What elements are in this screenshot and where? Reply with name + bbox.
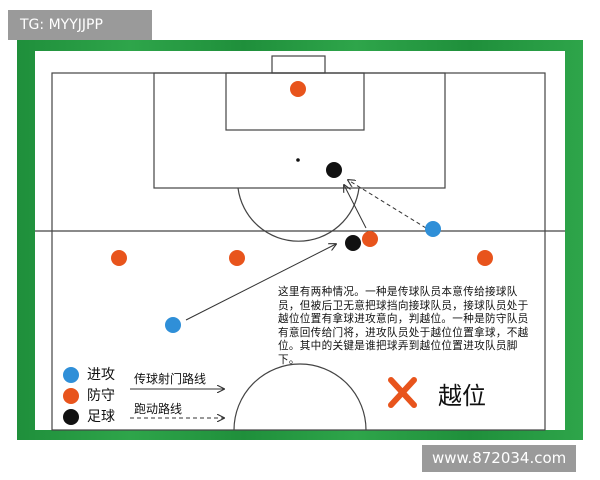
offside-description: 这里有两种情况。一种是传球队员本意传给接球队员，但被后卫无意把球挡向接球队员，接… — [278, 286, 529, 366]
attacker-player — [425, 221, 441, 237]
pass-path-arrow — [185, 244, 336, 321]
center-circle — [233, 363, 367, 431]
offside-x-icon — [388, 377, 417, 408]
legend-run-label: 跑动路线 — [134, 402, 183, 416]
watermark-tag: TG: MYYJJPP — [8, 10, 152, 40]
attack-dot-icon — [63, 367, 79, 383]
field-lines — [35, 55, 565, 431]
legend-ball-label: 足球 — [87, 409, 115, 425]
ball — [345, 235, 361, 251]
penalty-arc — [237, 187, 360, 242]
goal-box — [225, 72, 365, 131]
field-surface — [35, 51, 565, 430]
defender-player — [111, 250, 127, 266]
defender-player — [362, 231, 378, 247]
legend-attack-label: 进攻 — [87, 367, 115, 383]
legend-defend-label: 防守 — [87, 388, 115, 404]
offside-label: 越位 — [438, 382, 486, 410]
legend-pass-label: 传球射门路线 — [134, 372, 207, 386]
defender-player — [229, 250, 245, 266]
run-path-arrow — [348, 180, 427, 229]
attacker-player — [165, 317, 181, 333]
site-url-tag: www.872034.com — [422, 445, 577, 472]
ball-dot-icon — [63, 409, 79, 425]
deflection-path-arrow — [344, 185, 367, 229]
penalty-spot — [296, 158, 300, 162]
defender-goalkeeper — [290, 81, 306, 97]
defend-dot-icon — [63, 388, 79, 404]
ball — [326, 162, 342, 178]
defender-player — [477, 250, 493, 266]
